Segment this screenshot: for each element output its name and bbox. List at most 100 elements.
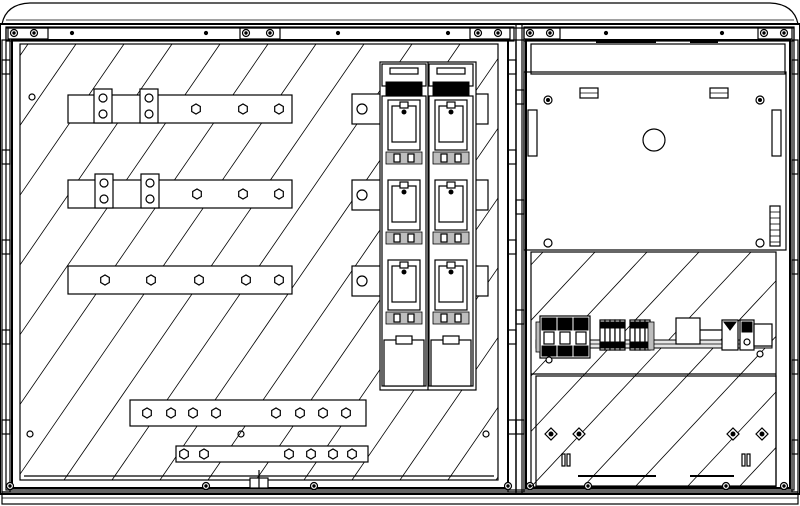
busbar-nut [271, 407, 281, 419]
rail-dot [445, 30, 451, 36]
fuse-contact-slot [440, 233, 448, 243]
rail-dot [719, 30, 725, 36]
busbars [26, 88, 490, 463]
fuse-contact [385, 311, 423, 325]
hatch-line [495, 476, 498, 480]
hinge-block [791, 159, 799, 175]
hatch-line [582, 280, 776, 487]
busbar-nut [192, 188, 202, 200]
terminal-clamp [640, 321, 645, 329]
fuse-contact-slot [407, 233, 415, 243]
hinge-block [515, 199, 525, 215]
clamp-bolt [145, 178, 155, 188]
busbar-nut [211, 407, 221, 419]
terminal-block [619, 319, 626, 351]
hinge-block [791, 359, 799, 375]
terminal-end-block [753, 323, 773, 347]
relay [721, 319, 739, 351]
hinge-block [515, 419, 525, 435]
busbar-nut [238, 188, 248, 200]
hinge-block [1, 149, 11, 165]
fuse-bottom [383, 339, 425, 387]
relay-screw [756, 350, 764, 358]
slot [746, 453, 751, 467]
relay-indicator [723, 321, 737, 331]
mid-hinge-strip-a [507, 39, 517, 493]
busbar-nut [284, 448, 294, 460]
knockout-center [548, 431, 554, 437]
plate-screw [755, 238, 765, 248]
hatch-line [738, 446, 776, 487]
terminal-clamp [635, 321, 640, 329]
busbar-nut [274, 103, 284, 115]
terminal-clamp [620, 341, 625, 349]
fuse-dot [448, 109, 454, 115]
screw-center [782, 484, 786, 488]
lower-mounting-plate [530, 251, 777, 488]
relay-knob [743, 338, 751, 346]
busbar-nut [295, 407, 305, 419]
mid-hinge-strip-b [515, 39, 525, 493]
hatch-line [20, 44, 29, 57]
screw-center [548, 31, 552, 35]
mcb-terminal-top [541, 317, 557, 331]
terminal-clamp [610, 341, 615, 349]
knockout-center [759, 431, 765, 437]
upper-mounting-plate [523, 71, 787, 251]
mcb-handle [575, 331, 587, 345]
busbar-nut [238, 103, 248, 115]
hinge-block [515, 89, 525, 105]
fuse-contact-slot [393, 153, 401, 163]
terminal-clamp [615, 341, 620, 349]
busbar-nut [142, 407, 152, 419]
hatch-line [20, 44, 77, 127]
bottom-screw-center [724, 484, 728, 488]
fuse-contact [432, 311, 470, 325]
end-stop [535, 321, 541, 353]
bottom-screw-center [586, 484, 590, 488]
fuse-dot [448, 189, 454, 195]
fuse-contact [385, 231, 423, 245]
fuse-top-slot [389, 67, 419, 75]
housing-outline [0, 23, 800, 495]
mcb-screw [545, 356, 553, 364]
hinge-block [791, 59, 799, 75]
hinge-blocks [1, 28, 799, 491]
mcb-terminal-bottom [541, 345, 557, 357]
hinge-block [507, 329, 517, 345]
roof-cap [1, 2, 799, 25]
clamp-bolt [145, 194, 155, 204]
plate-screw [543, 238, 553, 248]
rail-dot [335, 30, 341, 36]
fuse-dot [401, 189, 407, 195]
fuse-contact-slot [440, 153, 448, 163]
mcb-terminal-bottom [557, 345, 573, 357]
busbar-nut [166, 407, 176, 419]
fuse-contact-slot [393, 233, 401, 243]
screw-center [268, 31, 272, 35]
slot [741, 453, 746, 467]
rail-dot [603, 30, 609, 36]
screw-center [528, 31, 532, 35]
busbar-nut [100, 274, 110, 286]
hinge-block [1, 239, 11, 255]
busbar-nut [318, 407, 328, 419]
terminal-clamp [620, 321, 625, 329]
mount-hole [28, 93, 36, 101]
screw-center [762, 31, 766, 35]
hinge-block [515, 309, 525, 325]
screw-center [244, 31, 248, 35]
mcb-terminal-bottom [573, 345, 589, 357]
hatch-right [531, 252, 776, 487]
busbar-nut [274, 274, 284, 286]
clamp-bolt [99, 194, 109, 204]
side-bracket [771, 109, 782, 157]
mcb-terminal-top [557, 317, 573, 331]
mcb-handle [559, 331, 571, 345]
stub-bolt [356, 103, 368, 115]
mount-hole [237, 430, 245, 438]
hinge-block [507, 239, 517, 255]
terminal-end [647, 321, 655, 351]
busbar-nut [274, 188, 284, 200]
